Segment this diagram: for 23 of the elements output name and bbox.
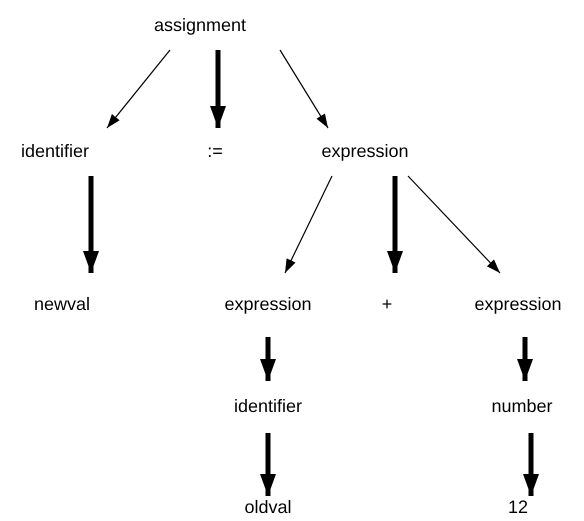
arrow [517, 337, 533, 381]
node-label: newval [34, 295, 90, 315]
arrow [83, 176, 99, 273]
arrow [387, 176, 403, 273]
node-label: expression [224, 295, 312, 315]
node-label: 12 [508, 498, 528, 518]
node-label: identifier [234, 397, 302, 417]
node-label: identifier [20, 142, 90, 162]
node-label: oldval [244, 498, 292, 518]
arrow [210, 50, 226, 128]
arrow [260, 433, 276, 496]
node-label: assignment [154, 16, 246, 36]
arrow [408, 176, 500, 274]
arrow [523, 433, 539, 496]
arrow [106, 50, 170, 128]
node-label: expression [474, 295, 562, 315]
arrow [284, 176, 333, 274]
node-label: := [207, 142, 223, 162]
node-label: + [382, 295, 392, 315]
node-label: expression [321, 142, 409, 162]
arrow [260, 337, 276, 381]
arrow [279, 50, 329, 128]
node-label: number [491, 397, 553, 417]
